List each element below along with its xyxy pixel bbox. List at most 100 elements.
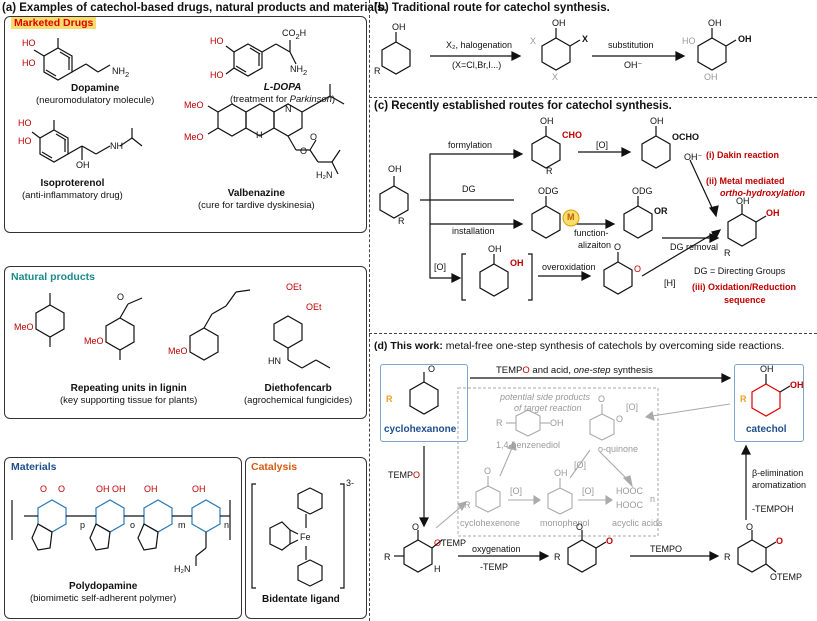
d-int1-otemp: OTEMP [434,538,467,548]
d-cy-o: O [484,466,492,476]
d-o-label-3: [O] [582,486,595,496]
catalysis-box [245,457,367,619]
dopamine-ho-label: HO [22,38,36,48]
d-catechol-oh2: OH [790,380,804,390]
b-phenol-oh: OH [392,22,406,32]
d-beta-elim: β-elimination [752,468,804,478]
d-int3-r: R [724,552,731,562]
d-o-label-1: [O] [626,402,639,412]
valbenazine-o-label: O [300,146,308,156]
d-oq-o2: O [616,414,624,424]
b-prod-oh-bold: OH [738,34,752,44]
isoproterenol-ho-label: HO [18,118,32,128]
c-int1-oh: OH [540,116,554,126]
catalysis-charge: 3- [346,478,355,488]
d-hooc-2: HOOC [616,500,643,510]
lignin-meo-3: MeO [168,346,188,356]
d-monophenol: monophenol [540,518,590,528]
d-o-label-2: [O] [510,486,523,496]
c-dg-inst-2: installation [452,226,495,236]
ldopa-nh2-label: NH2 [290,64,308,77]
c-func-2: alizaiton [578,240,612,250]
dopamine-caption: Dopamine (neuromodulatory molecule) [36,83,154,106]
pda-o-1: O [40,484,48,494]
d-n: n [650,494,656,504]
marketed-drugs-header: Marketed Drugs [11,17,97,29]
d-catechol-oh: OH [760,364,774,374]
lignin-meo-2: MeO [84,336,104,346]
d-int3-o2: O [776,536,784,546]
pda-idx-m: m [178,520,186,530]
d-int1-r: R [384,552,391,562]
c-int5-oh: OH [488,244,502,254]
b-step2-bot: OH⁻ [624,60,643,70]
lignin-meo-1: MeO [14,322,34,332]
c-or: OR [654,206,668,216]
b-int-x-gray: X [530,36,537,46]
diethofencarb-hn: HN [268,356,281,366]
d-int3-otemp: OTEMP [770,572,803,582]
d-side-title-2: of target reaction [514,403,582,413]
pda-idx-o: o [130,520,136,530]
dopamine-desc: (neuromodulatory molecule) [36,95,155,106]
catalysis-header: Catalysis [251,461,298,473]
c-dg-eq: DG = Directing Groups [694,266,786,276]
d-int1-h: H [434,564,441,574]
d-int2-r: R [554,552,561,562]
d-minus-temp: -TEMP [480,562,508,572]
d-tempo-right: TEMPO [650,544,683,554]
c-cat-oh: OH [736,196,750,206]
d-int2-o: O [576,522,584,532]
lignin-o-label: O [117,292,125,302]
d-side-title-1: potential side products [500,392,591,402]
valbenazine-caption: Valbenazine (cure for tardive dyskinesia… [198,188,315,211]
c-cho: CHO [562,130,582,140]
natural-products-box [4,266,367,419]
d-cyclohexanone-o: O [428,364,436,374]
dopamine-ho2-label: HO [22,58,36,68]
natural-products-header: Natural products [11,271,96,283]
divider-c-d [369,333,817,334]
catalysis-caption: Bidentate ligand [262,594,340,605]
c-overox: overoxidation [542,262,596,272]
d-int2-o2: O [606,536,614,546]
d-int1-o: O [412,522,420,532]
d-oxygenation: oxygenation [472,544,521,554]
b-prod-ho-gray: HO [682,36,696,46]
d-oquinone: o-quinone [598,444,639,454]
pda-oh-4: OH [192,484,206,494]
divider-vertical [369,0,370,621]
d-o-label-4: [O] [574,460,587,470]
c-h-label: [H] [664,278,676,288]
b-prod-oh-gray: OH [704,72,718,82]
d-bd-r: R [496,418,503,428]
panel-a-title: (a) Examples of catechol-based drugs, na… [2,2,387,14]
catechol-box [734,364,804,442]
pda-o-2: O [58,484,66,494]
pda-oh-2: OH [112,484,126,494]
b-r: R [374,66,381,76]
diethofencarb-caption: Diethofencarb(agrochemical fungicides) [244,383,353,406]
d-acyclic: acyclic acids [612,518,663,528]
d-int3-o: O [746,522,754,532]
panel-c-title: (c) Recently established routes for cate… [374,100,672,112]
b-step1-bot: (X=Cl,Br,I...) [452,60,502,70]
pda-idx-n: n [224,520,230,530]
d-cyclohexanone-r: R [386,394,393,404]
divider-b-c [369,97,817,98]
d-cyclohexanone-label: cyclohexanone [384,424,457,435]
d-aromatization: aromatization [752,480,807,490]
c-route-iii-2: sequence [724,295,766,305]
d-tempo-down: TEMPO [388,470,421,480]
c-cat-r: R [724,248,731,258]
c-phenol-r: R [398,216,405,226]
d-benzenediol: 1,4-benzenediol [496,440,561,450]
b-int-x-gray2: X [552,72,559,82]
pda-oh-1: OH [96,484,110,494]
